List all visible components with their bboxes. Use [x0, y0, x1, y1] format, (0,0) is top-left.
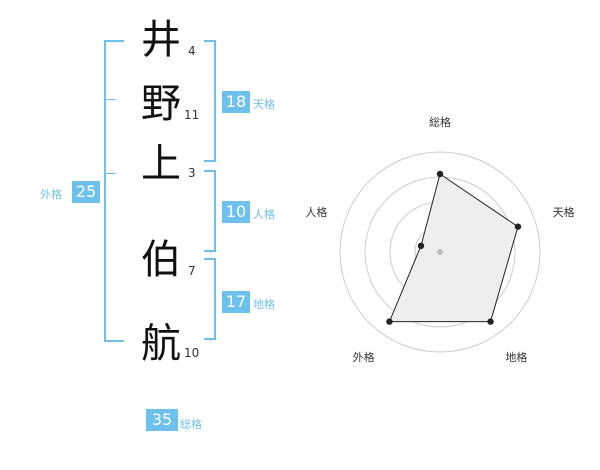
radar-point-2 — [514, 223, 522, 230]
gaikaku-label: 外格 — [40, 188, 62, 201]
stroke-count-1: 4 — [188, 44, 196, 58]
name-char-1: 井 — [141, 17, 181, 63]
radar-point-1 — [436, 170, 444, 178]
name-char-5: 航 — [141, 321, 181, 367]
chikaku-label: 地格 — [253, 298, 275, 311]
gaikaku-bracket-tick-2 — [104, 173, 116, 174]
gaikaku-value: 25 — [72, 181, 100, 203]
radar-center-dot — [437, 249, 443, 255]
jinkaku-bracket — [204, 170, 216, 252]
radar-point-3 — [487, 318, 494, 325]
chikaku-bracket — [204, 258, 216, 340]
jinkaku-label: 人格 — [253, 208, 275, 221]
name-char-3: 上 — [141, 141, 181, 187]
radar-axis-label: 人格 — [305, 205, 327, 219]
stroke-count-4: 7 — [188, 264, 196, 278]
gaikaku-bracket — [104, 40, 124, 342]
jinkaku-value: 10 — [222, 201, 250, 223]
stroke-count-5: 10 — [184, 346, 200, 360]
name-char-4: 伯 — [141, 237, 181, 283]
tenkaku-bracket — [204, 40, 216, 162]
tenkaku-label: 天格 — [253, 98, 275, 111]
name-char-2: 野 — [141, 81, 181, 127]
chikaku-value: 17 — [222, 291, 250, 313]
tenkaku-value: 18 — [222, 91, 250, 113]
radar-point-5 — [417, 242, 425, 250]
soukaku-value: 35 — [146, 409, 178, 431]
radar-axis-label: 天格 — [553, 205, 575, 219]
radar-data-polygon — [388, 173, 519, 323]
stroke-count-3: 3 — [188, 166, 196, 180]
radar-point-4 — [386, 318, 393, 325]
radar-axis-label: 総格 — [429, 115, 451, 129]
radar-axis-label: 外格 — [353, 350, 375, 364]
gaikaku-bracket-tick-1 — [104, 99, 116, 100]
radar-axis-label: 地格 — [505, 350, 527, 364]
soukaku-label: 総格 — [180, 418, 202, 431]
stroke-count-2: 11 — [184, 108, 200, 122]
